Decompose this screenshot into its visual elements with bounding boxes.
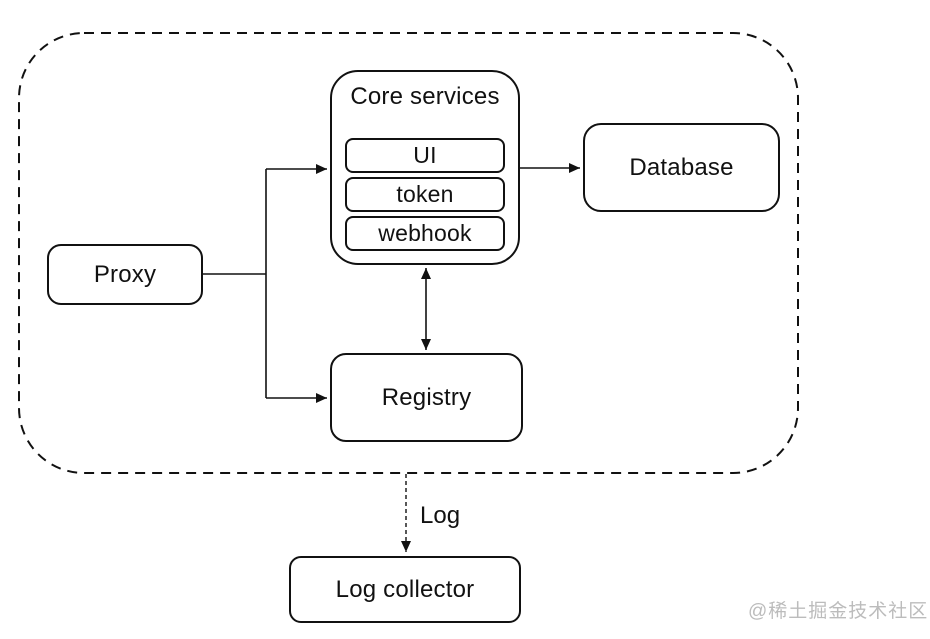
node-token-label: token <box>396 181 454 207</box>
cluster-boundary <box>18 32 799 474</box>
node-registry-label: Registry <box>381 383 472 411</box>
edge-label-log: Log <box>420 502 461 529</box>
node-core-services: Core services UI token webhook <box>330 70 520 265</box>
watermark-text: @稀土掘金技术社区 <box>748 601 929 622</box>
node-proxy: Proxy <box>47 244 203 305</box>
node-database-label: Database <box>629 153 734 181</box>
node-log-collector: Log collector <box>289 556 521 623</box>
node-webhook: webhook <box>345 216 505 251</box>
node-webhook-label: webhook <box>378 220 472 246</box>
node-registry: Registry <box>330 353 523 442</box>
node-proxy-label: Proxy <box>93 260 157 288</box>
node-ui-label: UI <box>413 142 437 168</box>
node-log-collector-label: Log collector <box>335 575 475 603</box>
node-token: token <box>345 177 505 212</box>
node-ui: UI <box>345 138 505 173</box>
node-core-services-label: Core services <box>350 83 500 110</box>
node-database: Database <box>583 123 780 212</box>
